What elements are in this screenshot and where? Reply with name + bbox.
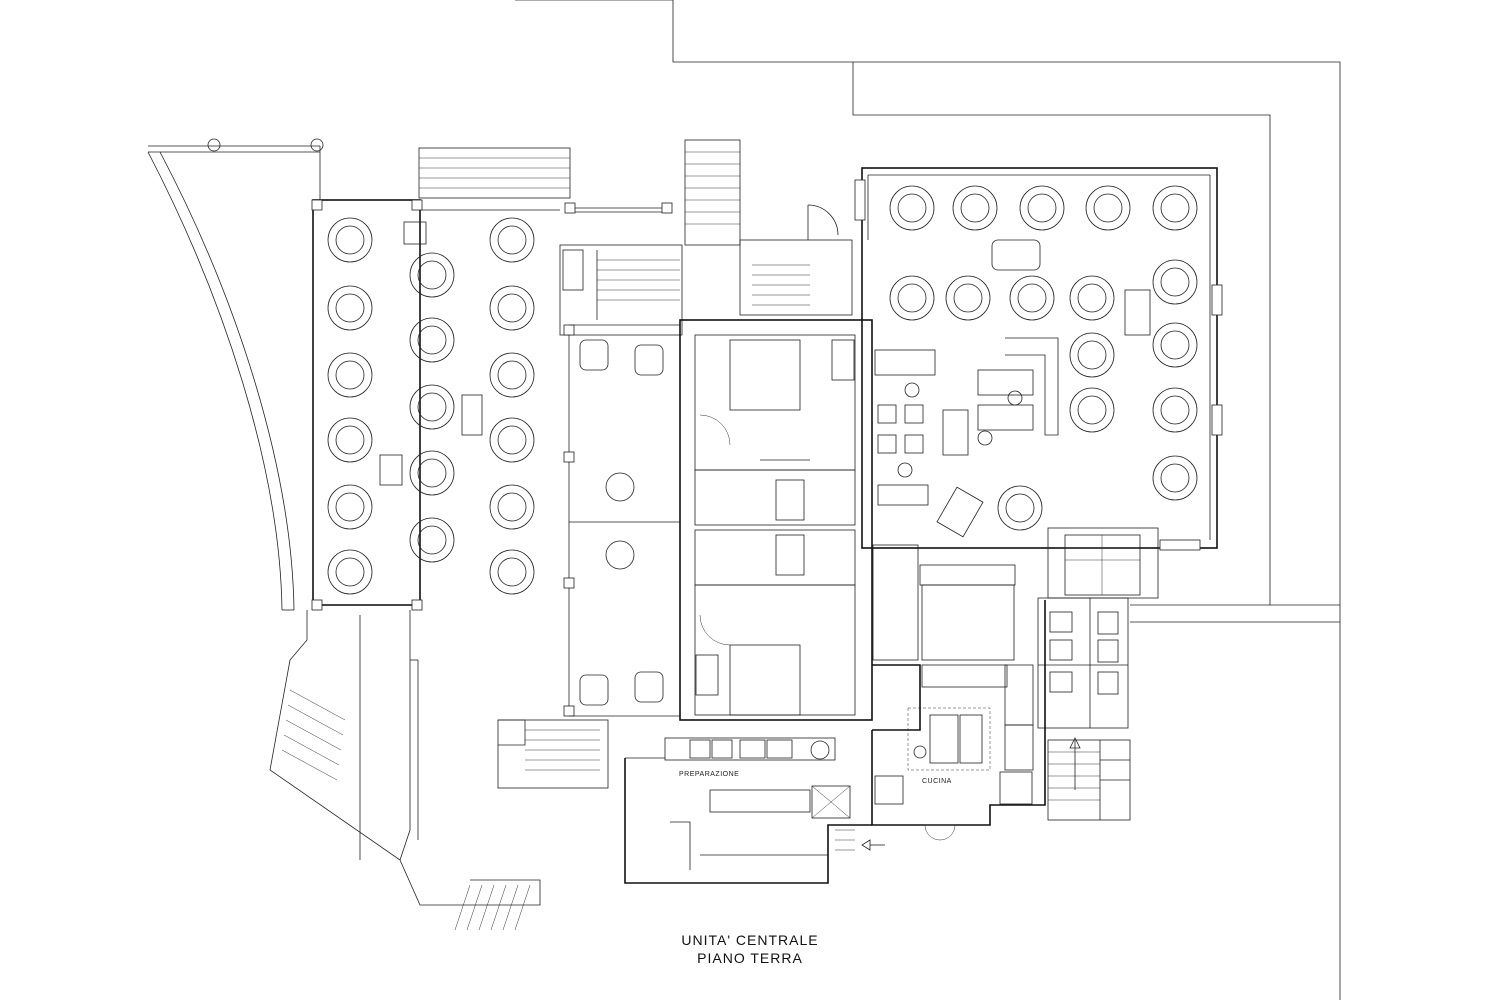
kitchen-area — [871, 544, 1046, 841]
left-terrace-tables — [327, 217, 535, 595]
central-lounge — [497, 244, 683, 789]
drawing-title-line-1: UNITA' CENTRALE — [681, 932, 819, 948]
curved-terrace-edge — [147, 138, 324, 611]
site-boundary — [515, 0, 1341, 1000]
top-central-stair — [684, 139, 853, 316]
service-stair-and-wc — [1037, 527, 1159, 821]
left-lower-stairs — [269, 610, 541, 931]
left-dining-terrace — [311, 147, 673, 611]
room-label-cucina: CUCINA — [922, 778, 952, 785]
room-label-preparazione: PREPARAZIONE — [679, 771, 739, 778]
preparation-area — [624, 737, 885, 884]
right-dining-hall — [854, 167, 1223, 551]
central-rooms-block — [679, 319, 873, 721]
drawing-title-line-2: PIANO TERRA — [697, 950, 803, 966]
